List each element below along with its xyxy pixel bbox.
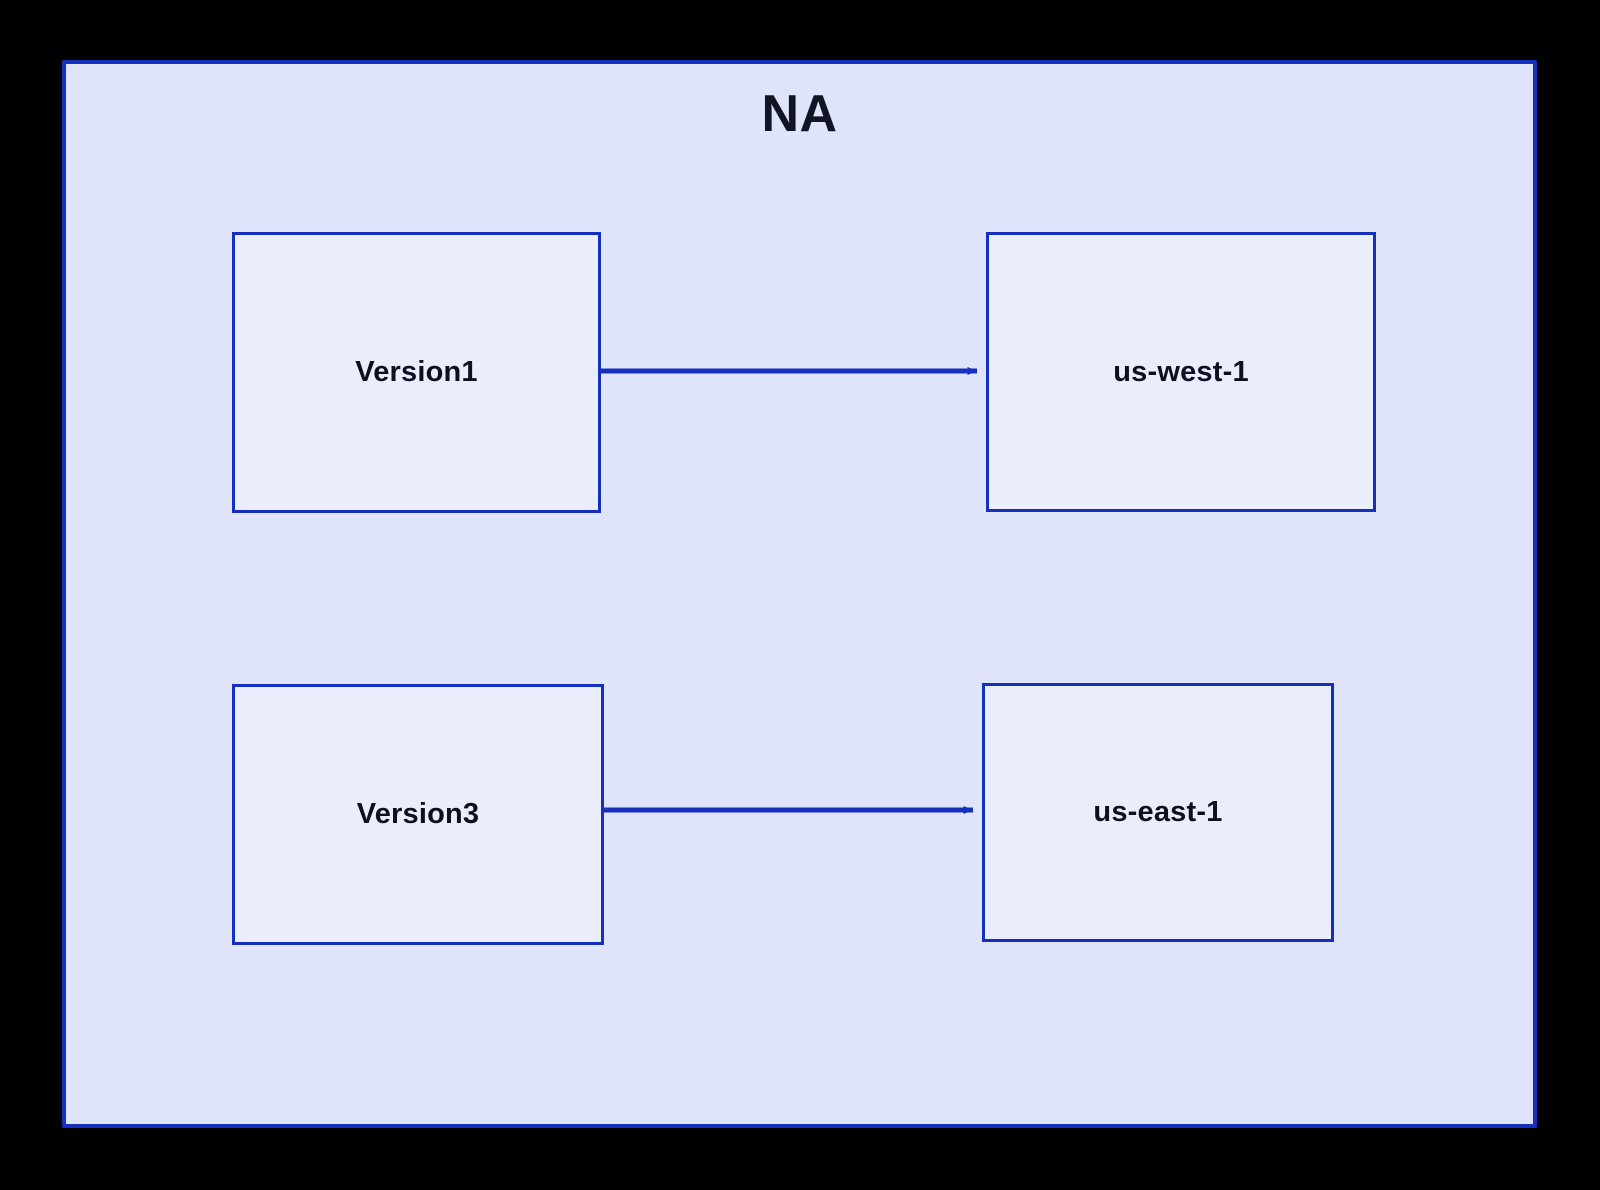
node-us-west-1[interactable]: us-west-1 (986, 232, 1376, 512)
node-us-east-1[interactable]: us-east-1 (982, 683, 1334, 942)
node-label-us-east-1: us-east-1 (1093, 796, 1223, 828)
region-container-na: NA Version1 us-west-1 Version3 (62, 60, 1537, 1128)
node-label-version3: Version3 (356, 798, 480, 830)
node-label-version1: Version1 (355, 356, 478, 388)
region-title: NA (761, 85, 838, 143)
node-version1[interactable]: Version1 (232, 232, 601, 513)
node-version3[interactable]: Version3 (232, 684, 604, 945)
edge-layer (601, 367, 978, 814)
node-label-us-west-1: us-west-1 (1113, 355, 1249, 388)
